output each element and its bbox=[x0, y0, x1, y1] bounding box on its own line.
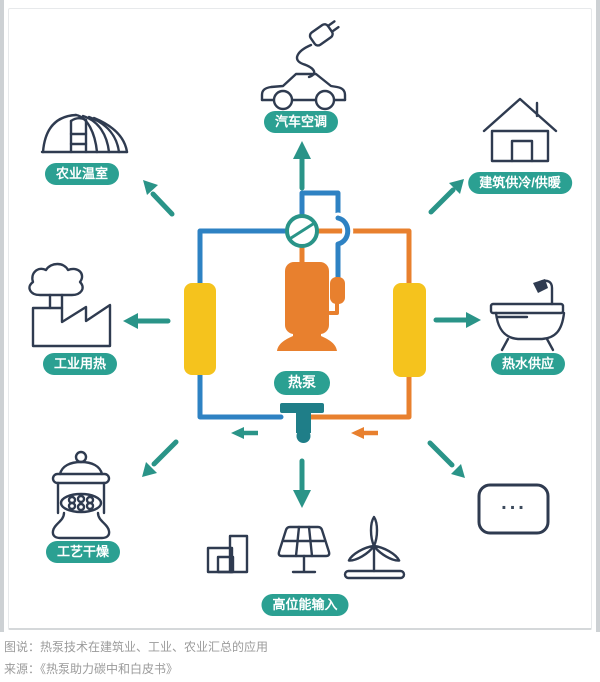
four-way-valve-icon bbox=[285, 214, 319, 248]
heat-exchanger-right bbox=[393, 283, 426, 377]
greenhouse-icon bbox=[40, 113, 129, 154]
caption-description: 图说：热泵技术在建筑业、工业、农业汇总的应用 bbox=[4, 640, 269, 654]
accumulator bbox=[330, 277, 345, 304]
factory-icon bbox=[28, 262, 112, 348]
flow-arrow-right-icon bbox=[351, 427, 378, 439]
label-badge-greenhouse: 农业温室 bbox=[44, 163, 120, 186]
flow-arrow-left-icon bbox=[231, 427, 258, 439]
pipe-blue-crossover bbox=[335, 215, 351, 280]
bathtub-icon bbox=[489, 279, 566, 352]
figure-caption: 图说：热泵技术在建筑业、工业、农业汇总的应用 来源：《热泵助力碳中和白皮书》 bbox=[4, 636, 268, 680]
arrow-left-icon bbox=[123, 313, 171, 329]
label-badge-car-ac: 汽车空调 bbox=[263, 111, 339, 134]
drying-pot-icon bbox=[51, 450, 111, 540]
radial-arrows bbox=[123, 141, 481, 508]
heat-exchanger-left bbox=[184, 283, 216, 375]
pipe-blue-top bbox=[299, 190, 341, 222]
arrow-up-icon bbox=[293, 141, 311, 191]
arrow-down-right-icon bbox=[427, 440, 465, 478]
label-badge-energy-input: 高位能输入 bbox=[261, 594, 349, 617]
arrow-up-left-icon bbox=[143, 180, 175, 217]
expansion-valve-icon bbox=[280, 403, 324, 443]
label-badge-hot-water: 热水供应 bbox=[490, 353, 566, 376]
arrow-up-right-icon bbox=[428, 179, 464, 215]
page-edge-left bbox=[0, 0, 4, 632]
arrow-down-icon bbox=[293, 458, 311, 508]
label-badge-building: 建筑供冷/供暖 bbox=[468, 172, 572, 195]
page-edge-right bbox=[596, 0, 600, 632]
pipe-orange-accumulator bbox=[328, 301, 339, 315]
arrow-down-left-icon bbox=[142, 439, 179, 477]
solar-panel-icon bbox=[277, 525, 331, 574]
ellipsis-dots: ... bbox=[501, 492, 527, 514]
label-badge-industrial-heat: 工业用热 bbox=[42, 353, 118, 376]
electric-car-icon bbox=[260, 20, 347, 111]
compressor bbox=[277, 262, 337, 351]
house-icon bbox=[482, 97, 558, 163]
wind-turbine-icon bbox=[343, 515, 406, 580]
buildings-icon bbox=[206, 534, 249, 574]
more-box-icon bbox=[477, 483, 550, 535]
label-badge-heat-pump: 热泵 bbox=[274, 371, 330, 395]
label-badge-process-drying: 工艺干燥 bbox=[45, 541, 121, 564]
caption-source: 来源：《热泵助力碳中和白皮书》 bbox=[4, 662, 179, 676]
arrow-right-icon bbox=[433, 312, 481, 328]
